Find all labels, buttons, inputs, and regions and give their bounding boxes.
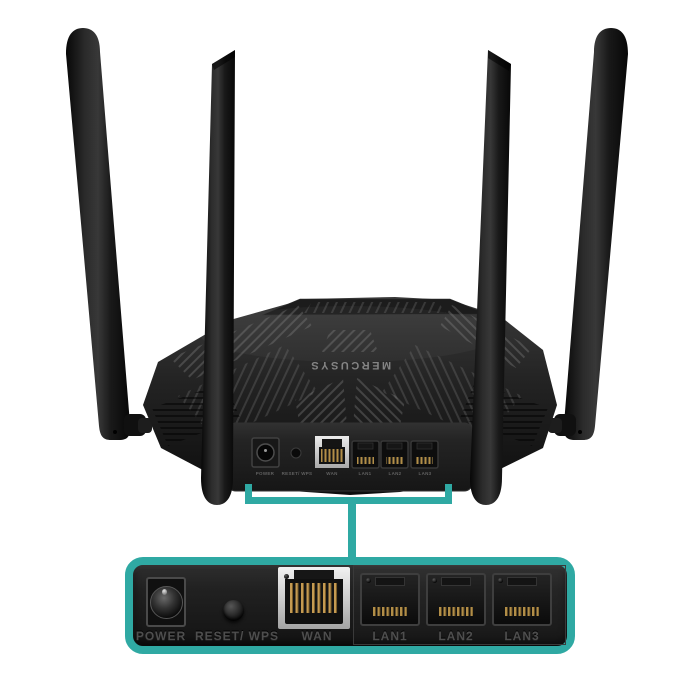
reset-wps-button — [223, 600, 244, 621]
lan2-port-gold-pins — [439, 607, 473, 616]
antenna-outer-right — [563, 28, 628, 440]
lan1-port-tab — [375, 577, 405, 586]
wan-port-tab — [294, 570, 334, 580]
rear-io-panel: POWER RESET/ WPS WAN LAN1 LAN2 LAN3 — [226, 422, 474, 492]
brand-logo: MERCUSYS — [308, 359, 392, 371]
antenna-inner-left — [201, 50, 235, 505]
lan3-port-tab — [507, 577, 537, 586]
crown-vents — [304, 302, 446, 313]
screw-dot — [366, 578, 371, 583]
antenna-inner-right — [470, 50, 511, 505]
panel-reset-label: RESET/ WPS — [282, 471, 313, 476]
antenna-hinge-left — [124, 414, 152, 436]
power-jack — [146, 577, 186, 627]
panel-wan-label: WAN — [326, 471, 337, 476]
antenna-outer-left — [66, 28, 131, 440]
lan1-port-gold-pins — [373, 607, 407, 616]
power-jack-pin — [162, 589, 167, 595]
lan3-port-gold-pins — [505, 607, 539, 616]
lan1-label: LAN1 — [372, 629, 408, 643]
panel-lan1-label: LAN1 — [359, 471, 372, 476]
panel-lan3-port — [410, 440, 439, 469]
lan-group-bezel — [353, 565, 566, 645]
panel-lan2-label: LAN2 — [389, 471, 402, 476]
panel-power-label: POWER — [256, 471, 275, 476]
lan2-label: LAN2 — [438, 629, 474, 643]
panel-power-jack — [251, 437, 280, 468]
screw-dot — [284, 574, 289, 579]
lan2-port-tab — [441, 577, 471, 586]
screw-dot — [498, 578, 503, 583]
power-label: POWER — [135, 629, 187, 643]
lan3-label: LAN3 — [504, 629, 540, 643]
callout-bracket-stem — [348, 503, 356, 559]
screw-dot — [432, 578, 437, 583]
panel-lan1-port — [351, 440, 380, 469]
panel-lan2-port — [380, 440, 409, 469]
panel-reset-button — [290, 447, 302, 459]
callout-bracket-left-tick — [245, 484, 252, 504]
wan-port-gold-pins — [290, 583, 338, 613]
callout-bracket-right-tick — [445, 484, 452, 504]
callout-bracket-bar — [245, 497, 452, 504]
panel-lan3-label: LAN3 — [419, 471, 432, 476]
wan-port — [278, 567, 350, 629]
wan-label: WAN — [301, 629, 333, 643]
reset-wps-label: RESET/ WPS — [194, 629, 279, 643]
panel-wan-port — [315, 436, 349, 468]
ports-callout: POWER RESET/ WPS WAN LAN1 LAN2 LAN3 — [125, 557, 575, 654]
